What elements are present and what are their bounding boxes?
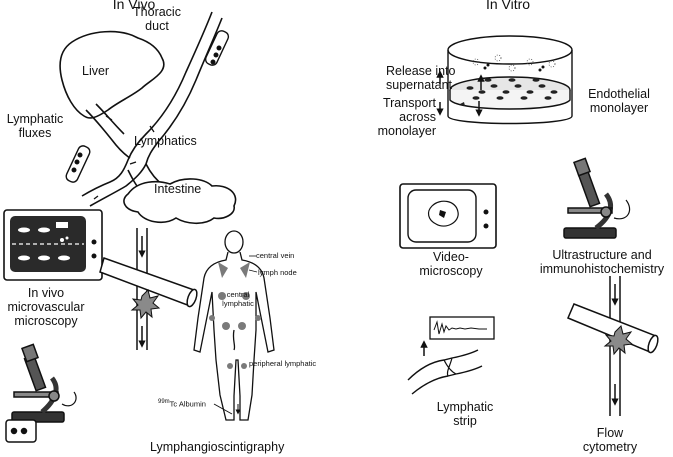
lymphangioscintigraphy-label: Lymphangioscintigraphy [150, 440, 285, 454]
lymphatics-label: Lymphatics [134, 134, 197, 148]
microscope-icon [563, 157, 631, 239]
lymphatic-fluxes-label: Lymphatic fluxes [6, 112, 64, 140]
culture-dish-icon [447, 35, 573, 125]
in-vivo-microscopy-label: In vivo microvascular microscopy [7, 286, 85, 328]
monitor-icon [399, 183, 497, 249]
intestine-label: Intestine [154, 182, 202, 196]
ultrastructure-label: Ultrastructure and immunohistochemistry [539, 248, 665, 276]
lymph-node-label: lymph node [258, 268, 297, 277]
monitor-icon [3, 209, 103, 281]
thoracic-duct-icon [81, 11, 223, 207]
lymphatic-strip-label: Lymphatic strip [436, 400, 494, 428]
central-lymphatic-label: central lymphatic [222, 290, 254, 308]
test-tube-icon [204, 30, 230, 66]
peripheral-lymphatic-label: peripheral lymphatic [249, 359, 317, 368]
in-vivo-title: In Vivo [112, 0, 156, 12]
albumin-superscript: 99m [158, 399, 170, 405]
liver-icon [59, 30, 165, 119]
flow-cytometry-label: Flow cytometry [582, 426, 638, 454]
liver-label: Liver [82, 64, 110, 78]
intestine-icon [123, 178, 237, 225]
vessel-icon [567, 276, 659, 416]
in-vitro-title: In Vitro [485, 0, 531, 12]
strip-chart-icon [407, 316, 495, 395]
endothelial-label: Endothelial monolayer [588, 87, 650, 115]
microscope-icon [5, 343, 77, 443]
vessel-icon [99, 228, 198, 350]
test-tube-icon [65, 145, 91, 183]
release-label: Release into supernatant [386, 64, 456, 92]
albumin-text: Tc Albumin [169, 399, 206, 409]
albumin-label: 99mTc Albumin [158, 398, 206, 409]
thoracic-duct-label: Thoracic duct [133, 5, 181, 33]
central-vein-label: central vein [256, 251, 295, 260]
videomicroscopy-label: Video- microscopy [419, 250, 483, 278]
transport-label: Transport across monolayer [377, 96, 436, 138]
human-figure-icon [193, 230, 275, 421]
